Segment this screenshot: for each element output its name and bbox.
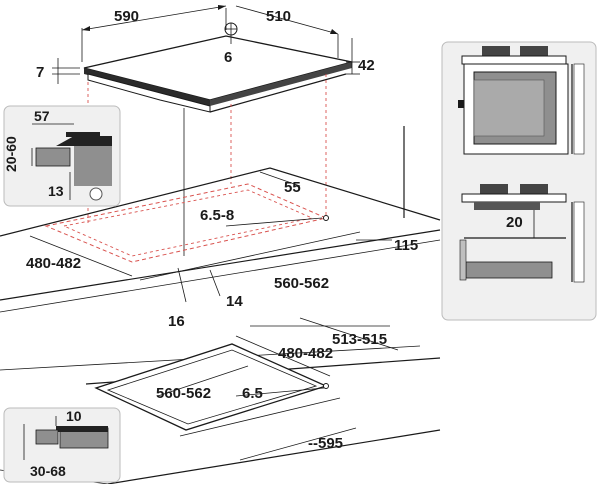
countertop-lower-front bbox=[107, 429, 441, 485]
hob-dimension-lines bbox=[52, 5, 360, 84]
cutout-side-label: 55 bbox=[284, 179, 301, 196]
cutout-depth-label: 480-482 bbox=[26, 255, 81, 272]
wall-hatch bbox=[573, 63, 585, 155]
corner-point-lower-icon bbox=[323, 383, 329, 389]
hob-side-edge bbox=[210, 62, 352, 106]
gas-connection-icon bbox=[89, 187, 103, 201]
drawer-body bbox=[465, 261, 553, 279]
burner-2-icon bbox=[520, 46, 548, 56]
cutout-lower-inner bbox=[106, 349, 318, 425]
countertop-front-edge bbox=[0, 229, 441, 301]
hob-appliance bbox=[83, 22, 353, 113]
dim-depth-line bbox=[235, 5, 339, 35]
hob-width-label: 590 bbox=[114, 8, 139, 25]
detail-panel-top bbox=[3, 105, 121, 207]
oven-handle bbox=[458, 100, 464, 108]
hob-front-edge bbox=[84, 68, 210, 106]
corner-point-icon bbox=[323, 215, 329, 221]
counter-section bbox=[35, 147, 71, 167]
detail-top-gap-label: 13 bbox=[48, 183, 64, 199]
cutout-front-a-label: 16 bbox=[168, 313, 185, 330]
countertop-top-edge bbox=[0, 167, 441, 237]
detail-top-thickness-label: 20-60 bbox=[3, 136, 19, 172]
countertop-bottom-edge bbox=[0, 239, 441, 313]
cutout-lower-total-label: --595 bbox=[308, 435, 343, 452]
countertop-lower bbox=[0, 317, 441, 485]
burner-4-icon bbox=[520, 184, 548, 194]
cutout-lower-width-label: 560-562 bbox=[156, 385, 211, 402]
cutout-outline bbox=[44, 183, 328, 263]
detail-panel-bottom bbox=[3, 407, 121, 483]
countertop-upper bbox=[0, 126, 441, 313]
scene-drawer-under-hob bbox=[459, 184, 585, 283]
burner-3-icon bbox=[480, 184, 508, 194]
burner-1-icon bbox=[482, 46, 510, 56]
lower-counter-section bbox=[35, 429, 59, 445]
cutout-lower-outer-label: 513-515 bbox=[332, 331, 387, 348]
cutout-inner-label: 6.5-8 bbox=[200, 207, 234, 224]
hob-height-label: 42 bbox=[358, 57, 375, 74]
cutout-lower-inner-label: 6.5 bbox=[242, 385, 263, 402]
hob-casing-line bbox=[209, 73, 347, 113]
detail-top-width-label: 57 bbox=[34, 108, 50, 124]
hob-edge-label: 7 bbox=[36, 64, 44, 81]
dim-cutout-depth bbox=[29, 235, 133, 277]
install-side-panel bbox=[441, 41, 597, 321]
dim-width-line bbox=[81, 5, 227, 31]
hob-casing bbox=[87, 73, 211, 113]
dim-cutout-width bbox=[139, 231, 361, 281]
cutout-front-b-label: 14 bbox=[226, 293, 243, 310]
hob-center-label: 6 bbox=[224, 49, 232, 66]
detail-bottom-thickness-label: 30-68 bbox=[30, 463, 66, 479]
detail-bottom-width-label: 10 bbox=[66, 408, 82, 424]
hob-lip bbox=[56, 136, 112, 146]
clearance-label: 20 bbox=[506, 214, 523, 231]
scene-oven-under-hob bbox=[458, 46, 585, 155]
cutout-rear-label: 115 bbox=[394, 237, 418, 254]
cutout-width-label: 560-562 bbox=[274, 275, 329, 292]
hob-depth-label: 510 bbox=[266, 8, 291, 25]
cutout-lower-depth-label: 480-482 bbox=[278, 345, 333, 362]
